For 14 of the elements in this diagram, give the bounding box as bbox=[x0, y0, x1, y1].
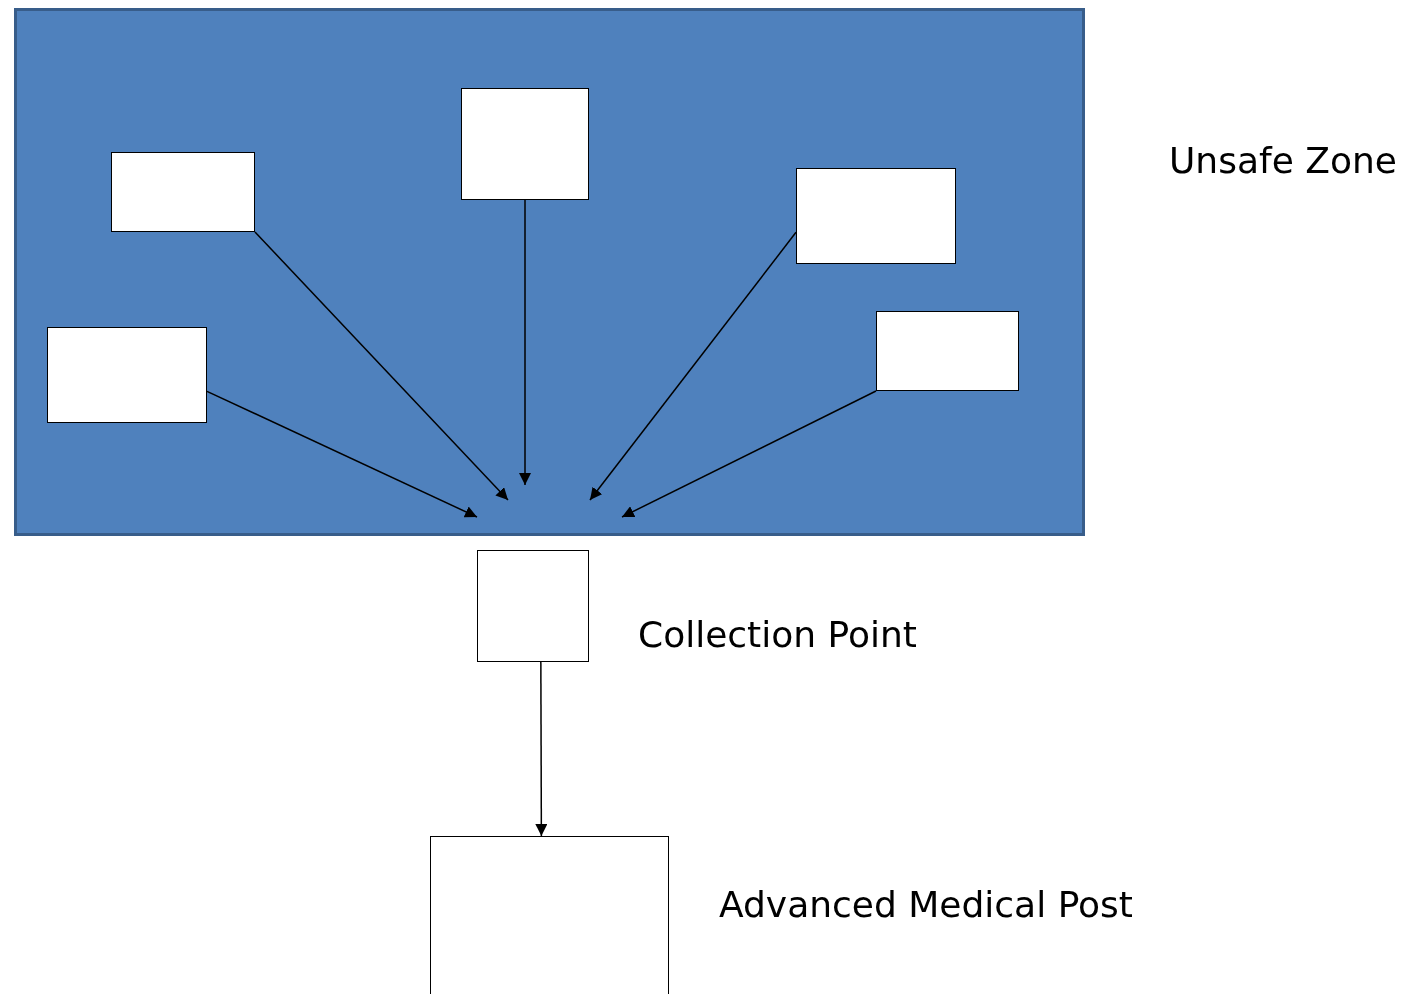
arrow bbox=[589, 231, 797, 501]
arrow bbox=[254, 231, 509, 501]
node-label: Advanced Medical Post bbox=[719, 883, 1133, 927]
empty-box bbox=[111, 152, 255, 232]
arrow bbox=[621, 390, 877, 518]
arrow bbox=[535, 661, 548, 837]
empty-box bbox=[461, 88, 589, 200]
empty-box bbox=[796, 168, 956, 264]
node-label: Collection Point bbox=[638, 613, 917, 657]
empty-box bbox=[47, 327, 207, 423]
arrow bbox=[206, 390, 478, 518]
node-label: Unsafe Zone bbox=[1169, 139, 1397, 183]
arrow bbox=[519, 199, 531, 486]
empty-box bbox=[876, 311, 1019, 391]
